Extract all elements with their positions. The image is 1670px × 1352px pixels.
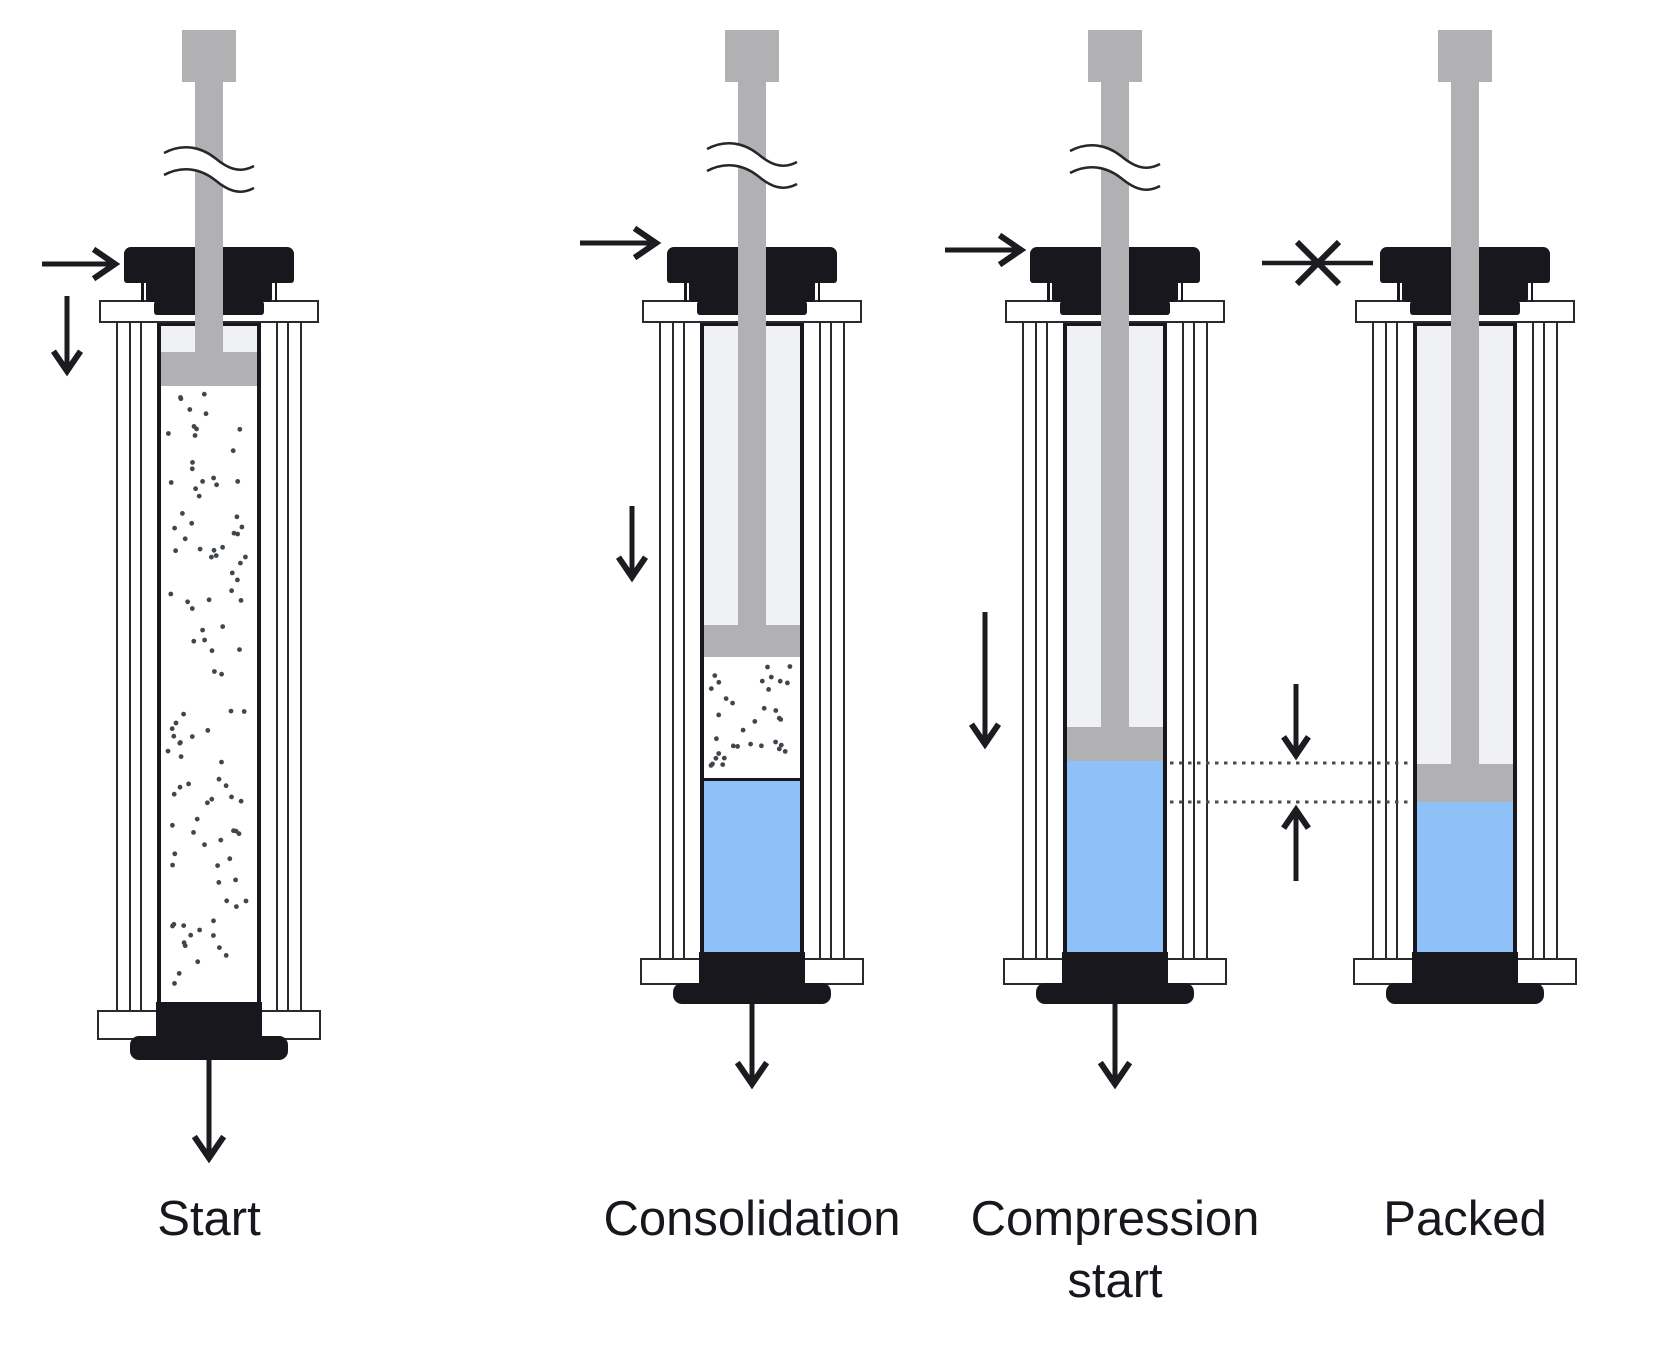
label-packed: Packed: [1383, 1188, 1546, 1250]
inlet-arrow-start-head: [91, 246, 121, 282]
column-compression-start-packed-bed-region: [1067, 761, 1163, 952]
column-compression-start-tube-wall-left: [1063, 322, 1067, 962]
column-consolidation-bottom-cap: [673, 983, 831, 1004]
outlet-flow-arrow-start-head: [191, 1134, 227, 1164]
column-packed-packed-bed-region: [1417, 802, 1513, 952]
column-packed-jacket-line: [1396, 323, 1398, 958]
label-compression-start-line1: Compression: [970, 1192, 1260, 1246]
column-start-slurry-dots: [165, 391, 249, 986]
column-start-slurry-region: [161, 386, 257, 1002]
column-start-bottom-cap: [130, 1036, 288, 1060]
column-consolidation-plunger-rod: [738, 80, 766, 627]
label-compression-start: Compression start: [971, 1188, 1260, 1312]
column-consolidation-tube-wall-left: [700, 322, 704, 962]
column-compression-start-jacket-line: [1046, 323, 1048, 958]
label-start: Start: [157, 1188, 260, 1250]
label-packed-line1: Packed: [1383, 1192, 1547, 1246]
outlet-flow-arrow-consolidation-head: [734, 1060, 770, 1090]
column-packed-plunger-rod: [1451, 80, 1479, 766]
column-start-plunger-rod: [195, 80, 223, 354]
column-packed-jacket-line: [1543, 323, 1545, 958]
inlet-arrow-compression-head: [997, 232, 1027, 268]
column-start-top-cap-ear: [274, 282, 277, 302]
bed-compression-down-arrow-head: [1281, 735, 1311, 761]
column-consolidation-plunger-handle: [725, 30, 779, 82]
label-consolidation: Consolidation: [604, 1188, 901, 1250]
label-compression-start-line2: start: [1067, 1254, 1163, 1308]
column-start-jacket-line: [129, 323, 131, 1010]
column-packed-plunger-handle: [1438, 30, 1492, 82]
column-start-piston-head: [161, 352, 257, 386]
column-consolidation-jacket-line: [672, 323, 674, 958]
column-start-jacket-line: [116, 323, 118, 1010]
column-packed-tube-wall-right: [1513, 322, 1517, 962]
column-compression-start-plunger-rod: [1101, 80, 1129, 729]
column-compression-start-jacket-line: [1035, 323, 1037, 958]
piston-travel-arrow-compression-head: [968, 722, 1002, 750]
column-packed-jacket-line: [1385, 323, 1387, 958]
piston-travel-arrow-consolidation-head: [615, 555, 649, 583]
column-compression-start-jacket-line: [1022, 323, 1024, 958]
column-start-tube-wall-right: [257, 322, 261, 1014]
column-consolidation-jacket-line: [683, 323, 685, 958]
column-consolidation-packed-bed-region: [704, 781, 800, 952]
column-compression-start-piston-head: [1067, 727, 1163, 761]
column-compression-start-top-cap-ear: [1047, 282, 1050, 302]
column-packed-jacket-line: [1556, 323, 1558, 958]
column-consolidation-top-cap-ear: [817, 282, 820, 302]
column-consolidation-slurry-region: [704, 657, 800, 778]
column-start-jacket-line: [287, 323, 289, 1010]
column-packed-bottom-cap: [1386, 983, 1544, 1004]
column-consolidation-piston-head: [704, 625, 800, 657]
column-consolidation-jacket-line: [659, 323, 661, 958]
column-packed-bottom-plug: [1412, 952, 1518, 985]
column-consolidation-jacket-line: [819, 323, 821, 958]
column-compression-start-jacket-line: [1206, 323, 1208, 958]
column-packed-jacket-line: [1372, 323, 1374, 958]
outlet-flow-arrow-compression-head: [1097, 1060, 1133, 1090]
inlet-arrow-consolidation-head: [632, 225, 662, 261]
column-consolidation-bottom-plug: [699, 952, 805, 985]
piston-travel-arrow-start-head: [50, 349, 84, 377]
column-start-tube-wall-left: [157, 322, 161, 1014]
label-consolidation-line1: Consolidation: [603, 1192, 901, 1246]
column-consolidation-top-cap-ear: [684, 282, 687, 302]
column-start-plunger-handle: [182, 30, 236, 82]
column-consolidation-jacket-line: [843, 323, 845, 958]
column-compression-start-jacket-line: [1182, 323, 1184, 958]
column-consolidation-slurry-dots: [708, 664, 793, 768]
column-packed-piston-head: [1417, 764, 1513, 802]
no-piston-movement-indicator-cross: [1294, 239, 1342, 287]
column-packed-top-cap-ear: [1530, 282, 1533, 302]
column-start-jacket-line: [300, 323, 302, 1010]
column-compression-start-bottom-cap: [1036, 983, 1194, 1004]
column-consolidation-jacket-line: [830, 323, 832, 958]
column-start-jacket-line: [140, 323, 142, 1010]
no-piston-movement-indicator-cross: [1294, 239, 1342, 287]
label-start-line1: Start: [157, 1192, 261, 1246]
column-start-top-cap-ear: [141, 282, 144, 302]
column-consolidation-tube-wall-right: [800, 322, 804, 962]
column-start-bottom-plug: [156, 1002, 262, 1038]
column-start-jacket-line: [276, 323, 278, 1010]
column-compression-start-plunger-handle: [1088, 30, 1142, 82]
column-packed-top-cap-ear: [1397, 282, 1400, 302]
column-packed-tube-wall-left: [1413, 322, 1417, 962]
bed-compression-up-arrow-head: [1281, 804, 1311, 830]
column-compression-start-top-cap-ear: [1180, 282, 1183, 302]
column-compression-start-bottom-plug: [1062, 952, 1168, 985]
column-packed-jacket-line: [1532, 323, 1534, 958]
column-consolidation-bed-divider: [704, 778, 800, 781]
column-compression-start-tube-wall-right: [1163, 322, 1167, 962]
column-compression-start-jacket-line: [1193, 323, 1195, 958]
